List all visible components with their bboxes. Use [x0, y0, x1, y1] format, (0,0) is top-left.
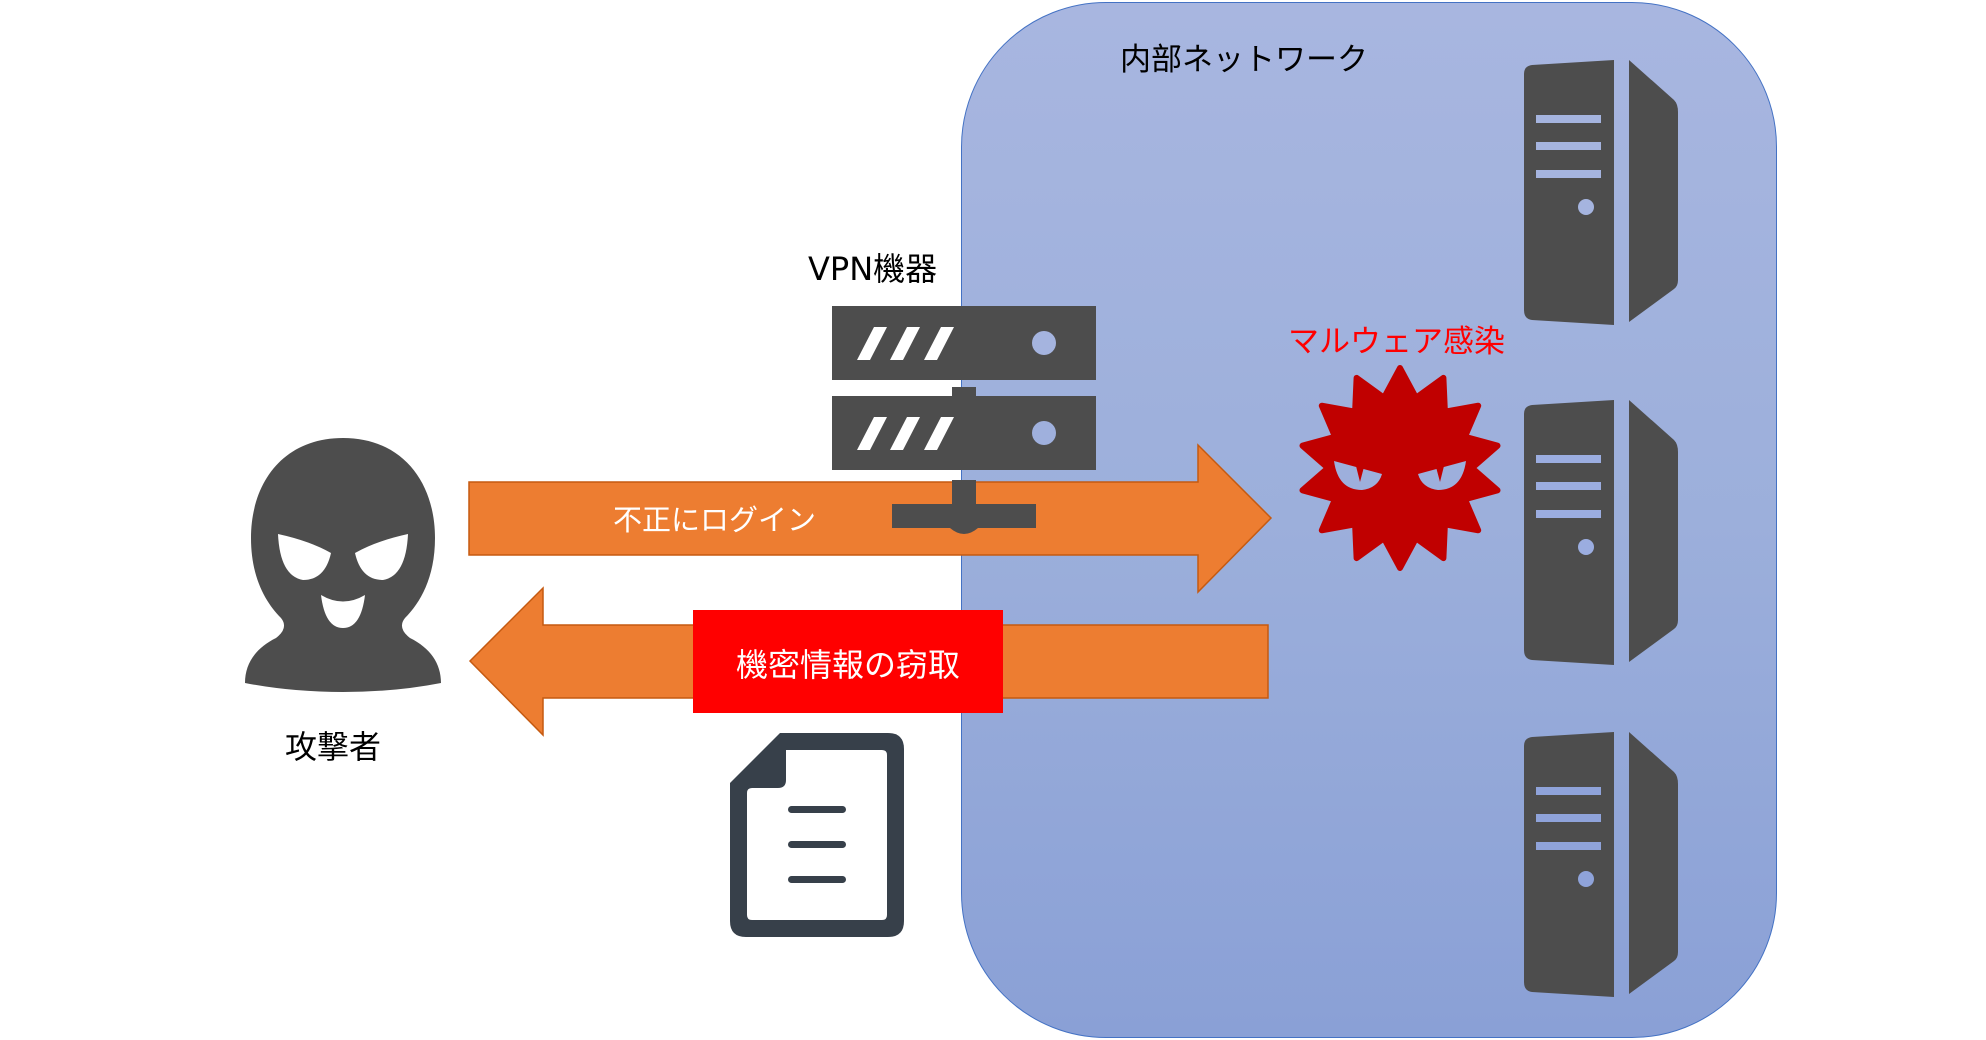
attacker-label: 攻撃者: [285, 728, 382, 766]
malware-infection-label: マルウェア感染: [1288, 324, 1505, 360]
data-theft-box: [693, 610, 1003, 713]
login-arrow: [468, 443, 1273, 594]
server-tower-icon: [1524, 732, 1678, 997]
virus-body: [1299, 365, 1501, 571]
virus-icon: [1299, 365, 1501, 571]
data-theft-label: 機密情報の窃取: [735, 646, 960, 684]
server-tower-icon: [1524, 400, 1678, 665]
server-tower-icon: [1524, 60, 1678, 325]
internal-network-label: 内部ネットワーク: [1120, 42, 1368, 78]
server-rack-icon: [832, 306, 1096, 534]
vpn-device-label: VPN機器: [808, 250, 938, 288]
document-icon: [730, 733, 904, 937]
login-arrow-label: 不正にログイン: [613, 503, 817, 537]
masked-attacker-icon: [245, 438, 441, 692]
